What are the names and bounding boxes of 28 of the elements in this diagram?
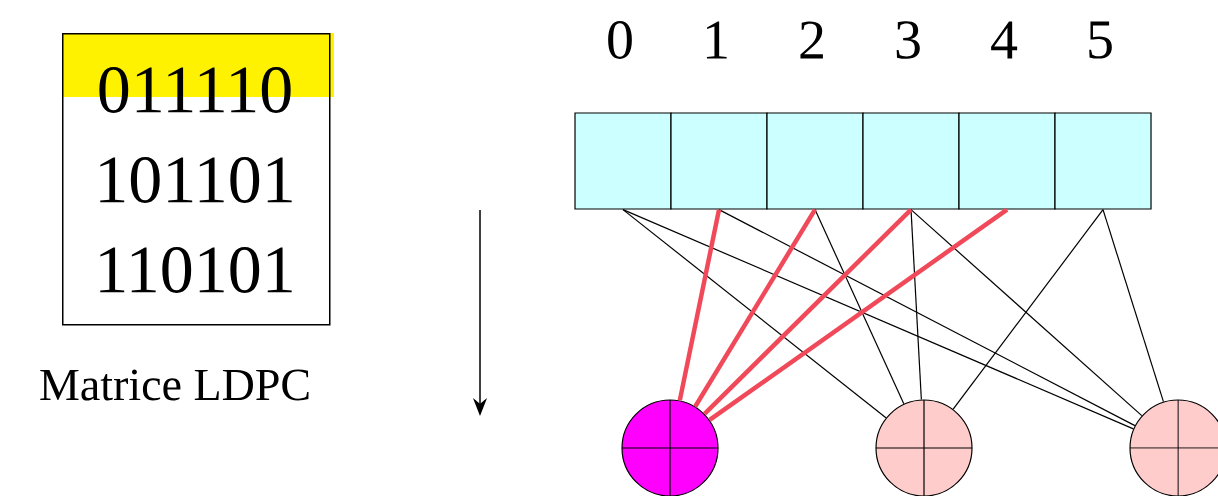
bit-cell bbox=[1054, 112, 1152, 210]
matrix-caption: Matrice LDPC bbox=[40, 369, 309, 401]
connector-line bbox=[702, 208, 913, 416]
connector-line bbox=[622, 209, 887, 419]
bit-index: 1 bbox=[706, 21, 727, 59]
check-node bbox=[875, 399, 973, 496]
bit-index: 3 bbox=[896, 21, 920, 59]
bit-index: 5 bbox=[1089, 21, 1112, 59]
connector-line bbox=[1102, 209, 1165, 403]
check-node bbox=[621, 399, 719, 496]
check-node bbox=[1129, 399, 1218, 496]
bit-index: 0 bbox=[608, 21, 632, 59]
connector-line bbox=[622, 209, 1134, 430]
connector-line bbox=[910, 209, 922, 401]
bit-cell bbox=[766, 112, 864, 210]
connector-line bbox=[718, 209, 1136, 427]
connector-line bbox=[677, 209, 722, 401]
bit-cell bbox=[958, 112, 1056, 210]
connector-line bbox=[814, 209, 905, 405]
bit-cell bbox=[862, 112, 960, 210]
connector-line bbox=[708, 207, 1009, 422]
connector-line bbox=[693, 208, 817, 408]
bit-cell bbox=[574, 112, 672, 210]
connector-line bbox=[910, 209, 1143, 417]
bit-cell bbox=[670, 112, 768, 210]
connector-line bbox=[952, 209, 1104, 410]
bit-index: 2 bbox=[800, 21, 823, 59]
bit-index: 4 bbox=[991, 21, 1018, 59]
